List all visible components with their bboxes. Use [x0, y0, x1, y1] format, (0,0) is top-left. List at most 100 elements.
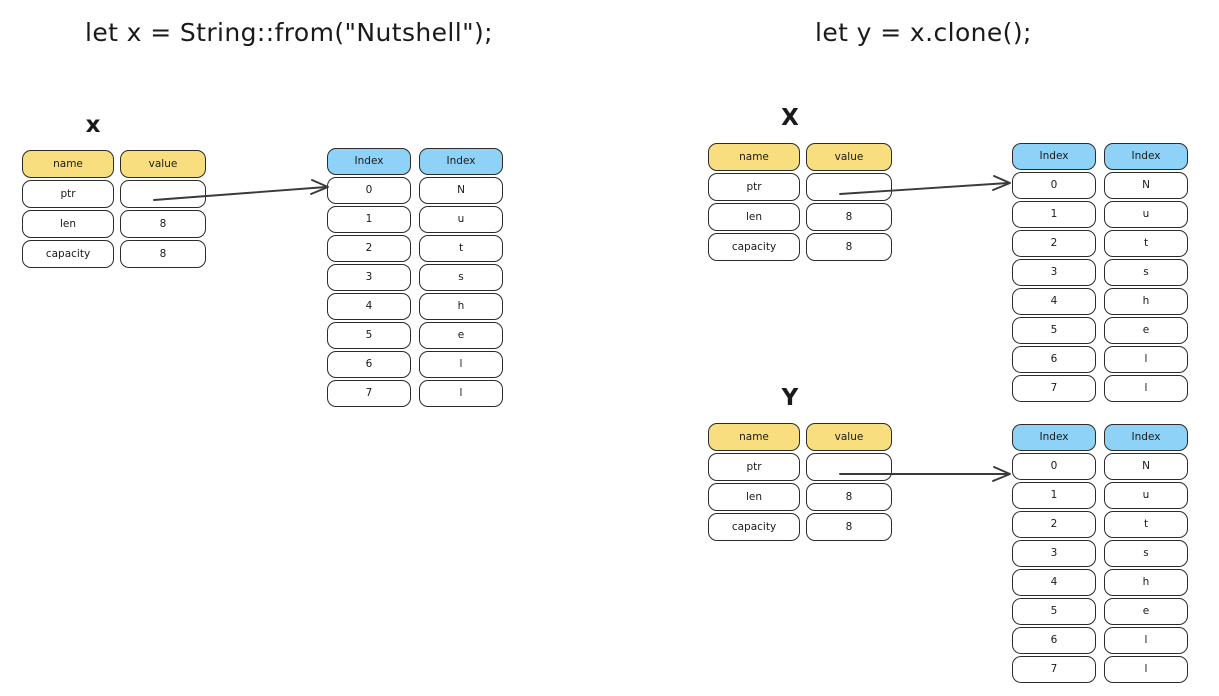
- right-y-heap-char-7: l: [1104, 656, 1188, 683]
- right-y-stack-table: name ptr len capacity value 8 8: [708, 423, 892, 541]
- left-heap-index-7: 7: [327, 380, 411, 407]
- right-x-heap-index-5: 5: [1012, 317, 1096, 344]
- right-x-stack-value-column: value 8 8: [806, 143, 892, 261]
- right-y-heap-char-5: e: [1104, 598, 1188, 625]
- right-x-heap-index-3: 3: [1012, 259, 1096, 286]
- right-y-stack-row-value-0: [806, 453, 892, 481]
- right-y-heap-index-2: 2: [1012, 511, 1096, 538]
- right-y-stack-row-value-1: 8: [806, 483, 892, 511]
- right-y-heap-index-1: 1: [1012, 482, 1096, 509]
- right-x-stack-table: name ptr len capacity value 8 8: [708, 143, 892, 261]
- right-y-heap-index-4: 4: [1012, 569, 1096, 596]
- right-y-heap-char-column: Index N u t s h e l l: [1104, 424, 1188, 683]
- left-stack-row-value-0: [120, 180, 206, 208]
- left-heap-header-value: Index: [419, 148, 503, 175]
- right-x-heap-index-7: 7: [1012, 375, 1096, 402]
- right-y-heap-char-3: s: [1104, 540, 1188, 567]
- left-panel-code-title: let x = String::from("Nutshell");: [85, 18, 493, 47]
- left-heap-header-index: Index: [327, 148, 411, 175]
- left-variable-label-x: x: [85, 112, 101, 138]
- left-heap-index-2: 2: [327, 235, 411, 262]
- right-y-stack-row-name-0: ptr: [708, 453, 800, 481]
- right-x-stack-row-name-0: ptr: [708, 173, 800, 201]
- left-heap-index-1: 1: [327, 206, 411, 233]
- left-heap-char-column: Index N u t s h e l l: [419, 148, 503, 407]
- left-stack-header-value: value: [120, 150, 206, 178]
- left-heap-index-0: 0: [327, 177, 411, 204]
- right-x-stack-row-value-1: 8: [806, 203, 892, 231]
- left-heap-char-2: t: [419, 235, 503, 262]
- left-heap-char-5: e: [419, 322, 503, 349]
- right-x-stack-header-value: value: [806, 143, 892, 171]
- right-y-heap-index-7: 7: [1012, 656, 1096, 683]
- left-stack-row-name-2: capacity: [22, 240, 114, 268]
- right-x-heap-index-2: 2: [1012, 230, 1096, 257]
- left-stack-row-name-0: ptr: [22, 180, 114, 208]
- right-x-heap-char-3: s: [1104, 259, 1188, 286]
- left-heap-index-column: Index 0 1 2 3 4 5 6 7: [327, 148, 411, 407]
- right-y-heap-table: Index 0 1 2 3 4 5 6 7 Index N u t s h e …: [1012, 424, 1188, 683]
- right-x-stack-row-name-2: capacity: [708, 233, 800, 261]
- left-stack-table: name ptr len capacity value 8 8: [22, 150, 206, 268]
- right-x-stack-header-name: name: [708, 143, 800, 171]
- left-heap-index-5: 5: [327, 322, 411, 349]
- right-x-ptr-arrow: [839, 175, 1011, 195]
- left-stack-value-column: value 8 8: [120, 150, 206, 268]
- left-heap-char-4: h: [419, 293, 503, 320]
- right-y-heap-header-index: Index: [1012, 424, 1096, 451]
- right-y-heap-header-value: Index: [1104, 424, 1188, 451]
- left-heap-char-0: N: [419, 177, 503, 204]
- right-x-heap-char-1: u: [1104, 201, 1188, 228]
- right-x-heap-index-column: Index 0 1 2 3 4 5 6 7: [1012, 143, 1096, 402]
- right-y-stack-row-value-2: 8: [806, 513, 892, 541]
- right-y-stack-header-value: value: [806, 423, 892, 451]
- right-y-heap-index-6: 6: [1012, 627, 1096, 654]
- left-heap-index-3: 3: [327, 264, 411, 291]
- right-y-stack-header-name: name: [708, 423, 800, 451]
- right-variable-label-y: Y: [781, 385, 799, 411]
- left-ptr-arrow: [153, 179, 329, 201]
- right-y-heap-index-5: 5: [1012, 598, 1096, 625]
- right-x-stack-name-column: name ptr len capacity: [708, 143, 800, 261]
- right-x-heap-char-2: t: [1104, 230, 1188, 257]
- right-y-heap-index-0: 0: [1012, 453, 1096, 480]
- right-x-heap-char-4: h: [1104, 288, 1188, 315]
- right-x-heap-char-6: l: [1104, 346, 1188, 373]
- right-y-stack-row-name-1: len: [708, 483, 800, 511]
- left-stack-row-value-2: 8: [120, 240, 206, 268]
- left-stack-row-name-1: len: [22, 210, 114, 238]
- right-y-heap-char-4: h: [1104, 569, 1188, 596]
- right-x-stack-row-value-0: [806, 173, 892, 201]
- left-stack-name-column: name ptr len capacity: [22, 150, 114, 268]
- right-x-heap-char-7: l: [1104, 375, 1188, 402]
- left-stack-row-value-1: 8: [120, 210, 206, 238]
- left-heap-index-6: 6: [327, 351, 411, 378]
- left-heap-table: Index 0 1 2 3 4 5 6 7 Index N u t s h e …: [327, 148, 503, 407]
- right-x-heap-table: Index 0 1 2 3 4 5 6 7 Index N u t s h e …: [1012, 143, 1188, 402]
- right-x-heap-index-6: 6: [1012, 346, 1096, 373]
- right-y-stack-row-name-2: capacity: [708, 513, 800, 541]
- right-x-heap-char-column: Index N u t s h e l l: [1104, 143, 1188, 402]
- right-x-heap-index-0: 0: [1012, 172, 1096, 199]
- right-panel-code-title: let y = x.clone();: [815, 18, 1032, 47]
- right-y-heap-char-0: N: [1104, 453, 1188, 480]
- right-y-heap-char-1: u: [1104, 482, 1188, 509]
- left-heap-char-3: s: [419, 264, 503, 291]
- right-x-heap-header-value: Index: [1104, 143, 1188, 170]
- right-x-heap-char-5: e: [1104, 317, 1188, 344]
- right-y-stack-name-column: name ptr len capacity: [708, 423, 800, 541]
- right-x-heap-header-index: Index: [1012, 143, 1096, 170]
- right-y-heap-char-6: l: [1104, 627, 1188, 654]
- right-variable-label-x: X: [781, 105, 799, 131]
- right-x-stack-row-name-1: len: [708, 203, 800, 231]
- right-x-heap-index-1: 1: [1012, 201, 1096, 228]
- right-y-stack-value-column: value 8 8: [806, 423, 892, 541]
- right-y-heap-char-2: t: [1104, 511, 1188, 538]
- right-y-ptr-arrow: [839, 466, 1011, 482]
- left-heap-char-7: l: [419, 380, 503, 407]
- right-x-heap-char-0: N: [1104, 172, 1188, 199]
- left-heap-index-4: 4: [327, 293, 411, 320]
- left-heap-char-6: l: [419, 351, 503, 378]
- left-stack-header-name: name: [22, 150, 114, 178]
- left-heap-char-1: u: [419, 206, 503, 233]
